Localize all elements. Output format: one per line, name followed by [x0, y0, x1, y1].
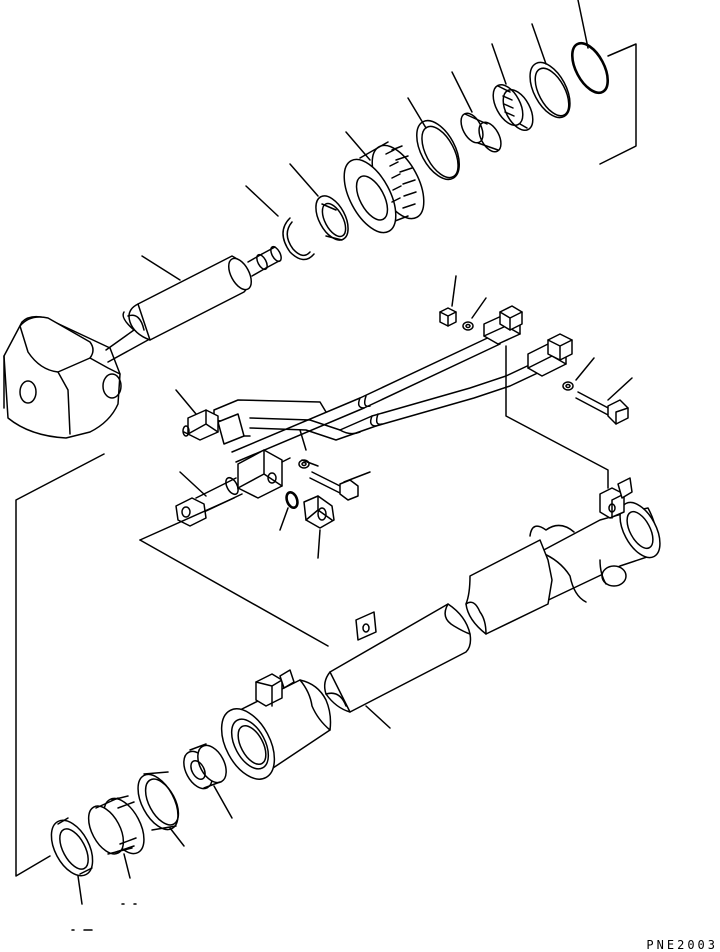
hydraulic-pipe-lower — [249, 359, 545, 441]
piston-rod — [127, 245, 282, 341]
assembly-lines — [15, 43, 637, 877]
o-ring-large — [570, 41, 610, 95]
elbow-fitting — [303, 495, 335, 529]
nut-upper — [439, 307, 457, 327]
fitting-right — [527, 333, 573, 377]
drawing-code: PNE2003 — [646, 938, 718, 952]
wear-ring — [315, 195, 349, 241]
bolt-right — [575, 391, 629, 425]
pipe-bracket-left — [213, 399, 327, 445]
hydraulic-pipe-upper — [231, 333, 501, 463]
u-packing — [492, 84, 534, 131]
piston — [87, 795, 145, 855]
leader-lines — [77, 0, 633, 905]
cylinder-head-body — [220, 669, 332, 780]
piston-ring — [137, 771, 180, 831]
o-ring-small — [285, 490, 299, 510]
washer-right — [562, 381, 574, 391]
piston-nut — [183, 743, 227, 790]
connector-left — [182, 409, 219, 441]
joint-bolt — [175, 476, 243, 527]
cylinder-head — [343, 141, 425, 234]
snap-ring — [282, 217, 315, 261]
fitting-upper-right — [483, 305, 523, 345]
bushing — [460, 112, 502, 153]
cylinder-tube — [323, 603, 472, 713]
washer-upper — [462, 321, 474, 331]
cylinder-tube-rear — [465, 539, 553, 635]
backup-ring — [529, 61, 571, 119]
connector-block — [237, 449, 291, 499]
piston-seal — [50, 817, 94, 877]
rod-clevis — [3, 311, 149, 439]
drawing-marks — [71, 903, 137, 931]
